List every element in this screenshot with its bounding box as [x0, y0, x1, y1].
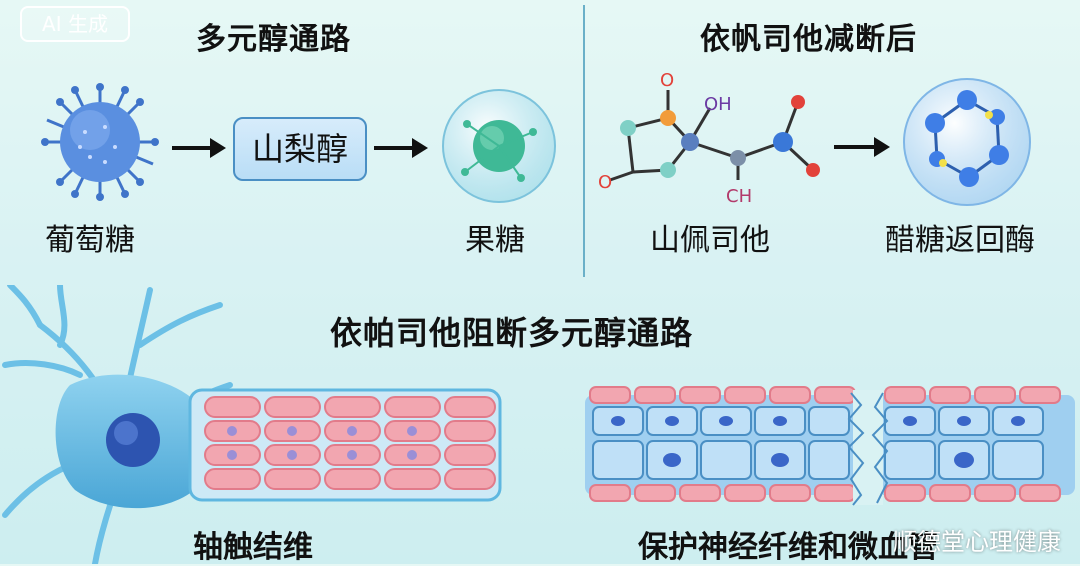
- blood-vessel-icon: [585, 385, 1075, 510]
- enzyme-icon: [897, 75, 1037, 210]
- ai-generated-badge: AI 生成: [20, 6, 130, 42]
- polyol-pathway-title: 多元醇通路: [196, 14, 351, 58]
- watermark-text: 顺德堂心理健康: [893, 522, 1061, 557]
- glucose-icon: [35, 82, 165, 202]
- axon-label: 轴触结维: [193, 522, 313, 566]
- glucose-label: 葡萄糖: [45, 215, 135, 259]
- oxygen-left-label: O: [598, 172, 612, 193]
- fructose-icon: [437, 86, 562, 206]
- drug-label: 山佩司他: [650, 215, 770, 259]
- ch-label: CH: [726, 186, 752, 207]
- fructose-label: 果糖: [465, 215, 525, 259]
- arrow-right-icon: [832, 134, 892, 160]
- arrow-right-icon: [372, 135, 430, 161]
- hydroxyl-label: OH: [704, 94, 732, 115]
- enzyme-label: 醋糖返回酶: [885, 215, 1035, 259]
- drug-molecule-icon: O O OH CH: [598, 70, 830, 210]
- section-divider: [583, 5, 585, 277]
- after-inhibition-title: 依帆司他减断后: [700, 14, 917, 58]
- sorbitol-box: 山梨醇: [233, 117, 367, 181]
- arrow-right-icon: [170, 135, 228, 161]
- oxygen-top-label: O: [660, 70, 674, 91]
